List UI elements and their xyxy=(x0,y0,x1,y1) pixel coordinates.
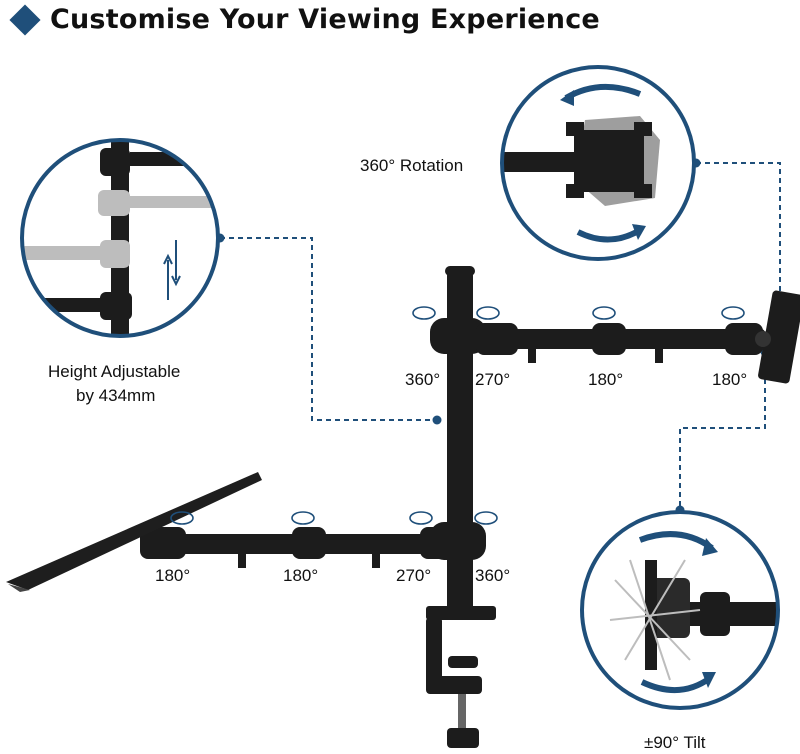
callout-dot xyxy=(432,415,442,425)
rotation-label: 360° Rotation xyxy=(360,156,464,175)
header: Customise Your Viewing Experience xyxy=(8,3,600,36)
rotation-detail-ring xyxy=(500,65,696,261)
callout-lines xyxy=(220,162,781,510)
upper-arm xyxy=(476,290,800,384)
angle-label-lower: 180° xyxy=(283,566,319,585)
pole xyxy=(430,266,486,614)
height-label-line2: by 434mm xyxy=(76,386,156,405)
page-title: Customise Your Viewing Experience xyxy=(50,4,600,35)
angle-label-upper: 360° xyxy=(405,370,441,389)
angle-label-upper: 180° xyxy=(712,370,748,389)
desk-clamp xyxy=(426,606,496,748)
height-detail-ring xyxy=(20,138,220,338)
angle-label-upper: 180° xyxy=(588,370,624,389)
lower-arm xyxy=(140,527,450,568)
height-detail xyxy=(22,140,218,336)
angle-label-upper: 270° xyxy=(475,370,511,389)
tilt-detail xyxy=(582,512,778,708)
height-label-line1: Height Adjustable xyxy=(48,362,181,381)
rotation-detail xyxy=(502,67,694,259)
tilt-label: ±90° Tilt xyxy=(644,733,706,752)
angle-label-lower: 270° xyxy=(396,566,432,585)
rotation-markers xyxy=(170,306,745,525)
angle-label-lower: 180° xyxy=(155,566,191,585)
angle-label-lower: 360° xyxy=(475,566,511,585)
tilt-detail-ring xyxy=(580,510,780,710)
left-monitor xyxy=(6,472,262,590)
